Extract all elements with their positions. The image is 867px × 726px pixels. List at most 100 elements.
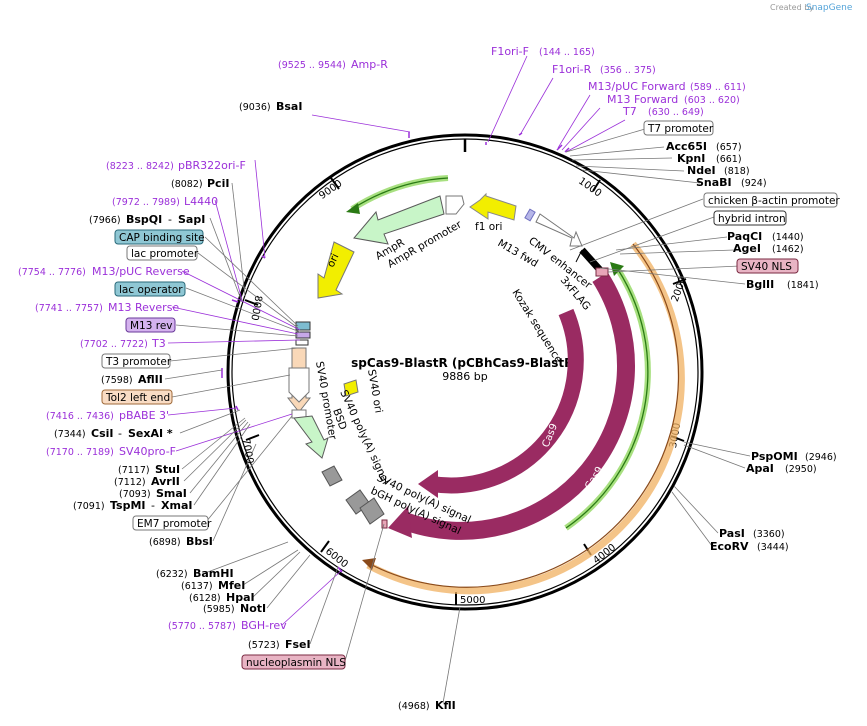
primer-m13-puc-reverse[interactable]: M13/pUC Reverse xyxy=(92,265,190,278)
site-num-noti: (5985) xyxy=(203,604,235,615)
site-avrii[interactable]: AvrII xyxy=(151,475,180,488)
site-ecorv[interactable]: EcoRV xyxy=(710,540,749,553)
svg-text:M13 rev: M13 rev xyxy=(130,320,173,332)
site-bsai[interactable]: BsaI xyxy=(276,100,302,113)
primer-l4440[interactable]: L4440 xyxy=(184,195,218,208)
site-sep-2: - xyxy=(118,427,122,440)
site-num-smai: (7093) xyxy=(119,489,151,500)
site-num-mfei: (6137) xyxy=(181,581,213,592)
site-num-pspomi: (2946) xyxy=(805,452,837,463)
site-mfei[interactable]: MfeI xyxy=(218,579,245,592)
site-stui[interactable]: StuI xyxy=(155,463,180,476)
box-m13-rev[interactable]: M13 rev xyxy=(125,317,176,333)
site-num-csii: (7344) xyxy=(54,429,86,440)
sv40-nls-block xyxy=(595,267,609,277)
site-tspmi[interactable]: TspMI xyxy=(110,499,146,512)
site-num-ndei: (818) xyxy=(724,166,750,177)
site-snabi[interactable]: SnaBI xyxy=(696,176,732,189)
box-sv40-nls-right[interactable]: SV40 NLS xyxy=(736,258,799,274)
site-ndei[interactable]: NdeI xyxy=(687,164,716,177)
box-t3-promoter[interactable]: T3 promoter xyxy=(101,353,172,369)
site-num-fsei: (5723) xyxy=(248,640,280,651)
box-cap-binding-site[interactable]: CAP binding site xyxy=(114,229,205,245)
box-lac-operator[interactable]: lac operator xyxy=(114,281,186,297)
primer-range-t3: (7702 .. 7722) xyxy=(80,339,148,350)
site-csii[interactable]: CsiI xyxy=(91,427,113,440)
box-lac-promoter[interactable]: lac promoter xyxy=(126,245,199,261)
map-title: spCas9-BlastR (pCBhCas9-BlastR) xyxy=(351,356,579,370)
ori-label: ori xyxy=(325,252,342,269)
box-t7-promoter[interactable]: T7 promoter xyxy=(643,120,714,136)
box-hybrid-intron[interactable]: hybrid intron xyxy=(713,210,787,226)
bsd-arrow xyxy=(293,415,329,459)
site-hpai[interactable]: HpaI xyxy=(226,591,255,604)
site-kpni[interactable]: KpnI xyxy=(677,152,705,165)
primer-m13-reverse[interactable]: M13 Reverse xyxy=(108,301,179,314)
site-aflii[interactable]: AflII xyxy=(138,373,163,386)
svg-text:lac promoter: lac promoter xyxy=(131,248,199,260)
tick-marks xyxy=(244,177,687,605)
primer-amp-r[interactable]: Amp-R xyxy=(351,58,388,71)
site-num-bsai: (9036) xyxy=(239,102,271,113)
site-sexai[interactable]: SexAI * xyxy=(128,427,173,440)
site-bamhi[interactable]: BamHI xyxy=(193,567,234,580)
primer-t7[interactable]: T7 xyxy=(622,105,637,118)
site-apai[interactable]: ApaI xyxy=(746,462,774,475)
svg-text:CAP binding site: CAP binding site xyxy=(119,232,205,244)
cas9-inner-arrowhead xyxy=(418,470,438,498)
site-bbsi[interactable]: BbsI xyxy=(186,535,213,548)
primer-f1ori-r[interactable]: F1ori-R xyxy=(552,63,592,76)
site-smai[interactable]: SmaI xyxy=(156,487,187,500)
site-num-hpai: (6128) xyxy=(189,593,221,604)
site-num-agei: (1462) xyxy=(772,244,804,255)
primer-range-pbabe: (7416 .. 7436) xyxy=(46,411,114,422)
primer-range-m13-puc-fwd: (589 .. 611) xyxy=(690,82,746,93)
site-num-kpni: (661) xyxy=(716,154,742,165)
cas9-outer-arrow xyxy=(398,272,635,540)
primer-f1ori-f[interactable]: F1ori-F xyxy=(491,45,529,58)
site-fsei[interactable]: FseI xyxy=(285,638,311,651)
primer-bgh-rev[interactable]: BGH-rev xyxy=(241,619,287,632)
site-num-aflii: (7598) xyxy=(101,375,133,386)
kozak-label: Kozak sequence xyxy=(509,287,564,365)
site-paqci[interactable]: PaqCI xyxy=(727,230,762,243)
m13-fwd-feature xyxy=(524,208,536,222)
box-chicken-actin-promoter[interactable]: chicken β-actin promoter xyxy=(703,192,840,208)
site-num-tspmi: (7091) xyxy=(73,501,105,512)
bgh-block-2 xyxy=(359,497,385,525)
orange-feature-core xyxy=(369,243,680,588)
primer-m13-puc-forward[interactable]: M13/pUC Forward xyxy=(588,80,686,93)
site-bglii[interactable]: BglII xyxy=(746,278,774,291)
primer-sv40pro-f[interactable]: SV40pro-F xyxy=(119,445,176,458)
site-pspomi[interactable]: PspOMI xyxy=(751,450,798,463)
box-nucleoplasmin-nls[interactable]: nucleoplasmin NLS xyxy=(241,654,346,670)
primer-pbabe-3[interactable]: pBABE 3' xyxy=(119,409,169,422)
site-sep-3: - xyxy=(151,499,155,512)
primer-range-m13-rev: (7741 .. 7757) xyxy=(35,303,103,314)
site-pcii[interactable]: PciI xyxy=(207,177,229,190)
svg-text:chicken β-actin promoter: chicken β-actin promoter xyxy=(708,195,840,207)
site-acc65i[interactable]: Acc65I xyxy=(666,140,707,153)
site-pasi[interactable]: PasI xyxy=(719,527,745,540)
site-sapi[interactable]: SapI xyxy=(178,213,205,226)
site-kfli[interactable]: KflI xyxy=(435,699,456,712)
black-feature-tick xyxy=(575,249,583,263)
f1-ori-label: f1 ori xyxy=(475,221,502,233)
site-num-apai: (2950) xyxy=(785,464,817,475)
cas9-inner-arrow xyxy=(430,308,584,494)
box-tol2-left-end[interactable]: Tol2 left end xyxy=(101,389,173,405)
site-bspqi[interactable]: BspQI xyxy=(126,213,162,226)
site-xmai[interactable]: XmaI xyxy=(161,499,192,512)
primer-range-pbr322: (8223 .. 8242) xyxy=(106,161,174,172)
primer-t3[interactable]: T3 xyxy=(151,337,166,350)
svg-text:hybrid intron: hybrid intron xyxy=(718,213,786,225)
site-agei[interactable]: AgeI xyxy=(733,242,761,255)
primer-pbr322ori-f[interactable]: pBR322ori-F xyxy=(178,159,246,172)
f1-ori-arrow xyxy=(469,192,517,221)
primer-m13-forward[interactable]: M13 Forward xyxy=(607,93,678,106)
site-noti[interactable]: NotI xyxy=(240,602,266,615)
box-em7-promoter[interactable]: EM7 promoter xyxy=(132,515,212,531)
primer-range-f1ori-f: (144 .. 165) xyxy=(539,47,595,58)
snapgene-logo: SnapGene xyxy=(806,3,853,13)
primer-range-l4440: (7972 .. 7989) xyxy=(112,197,180,208)
